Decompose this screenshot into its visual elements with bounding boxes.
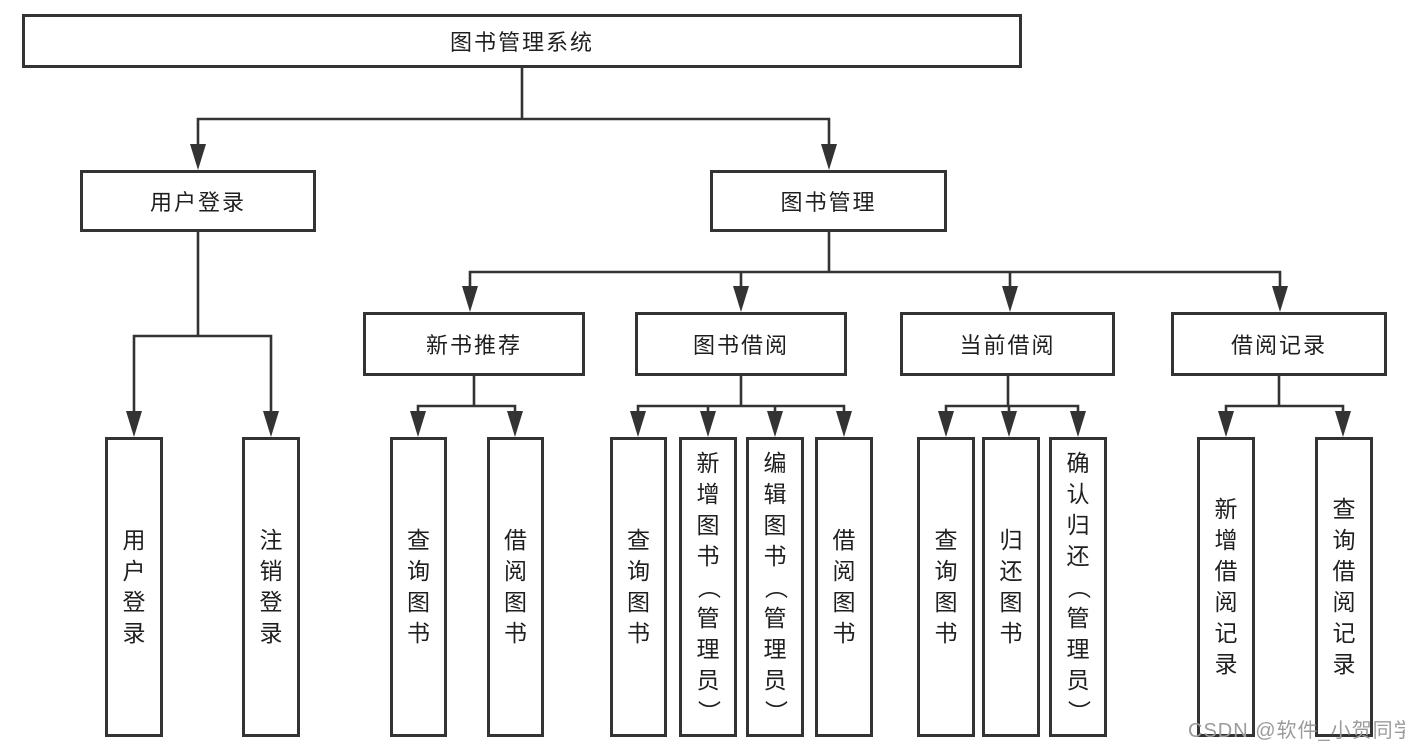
node-book-management-label: 图书管理 (780, 190, 877, 215)
leaf-borrow-books-recommend-label: 借阅图书 (504, 527, 527, 646)
node-borrowing-records: 借阅记录 (1171, 312, 1387, 376)
leaf-logout: 注销登录 (242, 437, 300, 737)
leaf-add-books-admin: 新增图书（管理员） (679, 437, 737, 737)
node-book-borrowing: 图书借阅 (635, 312, 847, 376)
leaf-borrow-books-borrowing-label: 借阅图书 (832, 527, 856, 646)
node-current-borrowing-label: 当前借阅 (959, 333, 1056, 358)
leaf-add-books-admin-label: 新增图书（管理员） (695, 449, 722, 723)
leaf-return-books-label: 归还图书 (999, 527, 1023, 646)
leaf-query-books-recommend-label: 查询图书 (407, 527, 430, 646)
node-current-borrowing: 当前借阅 (900, 312, 1115, 376)
node-library-system: 图书管理系统 (22, 14, 1022, 68)
node-book-borrowing-label: 图书借阅 (692, 333, 789, 358)
node-book-management: 图书管理 (710, 170, 947, 232)
leaf-user-login-label: 用户登录 (122, 527, 146, 646)
node-user-login-label: 用户登录 (149, 190, 246, 215)
csdn-watermark: CSDN @软件_小贺同学 (1188, 720, 1405, 742)
node-new-book-recommend: 新书推荐 (363, 312, 585, 376)
leaf-query-books-current: 查询图书 (917, 437, 975, 737)
node-borrowing-records-label: 借阅记录 (1230, 333, 1327, 358)
leaf-borrow-books-recommend: 借阅图书 (487, 437, 544, 737)
leaf-query-borrow-record: 查询借阅记录 (1315, 437, 1373, 737)
leaf-query-books-current-label: 查询图书 (934, 527, 958, 646)
leaf-confirm-return-admin-label: 确认归还（管理员） (1065, 449, 1092, 723)
node-new-book-recommend-label: 新书推荐 (425, 333, 522, 358)
leaf-query-books-borrowing: 查询图书 (610, 437, 667, 737)
leaf-edit-books-admin: 编辑图书（管理员） (746, 437, 804, 737)
leaf-add-borrow-record: 新增借阅记录 (1197, 437, 1255, 737)
node-user-login: 用户登录 (80, 170, 316, 232)
leaf-query-borrow-record-label: 查询借阅记录 (1332, 496, 1356, 677)
node-library-system-label: 图书管理系统 (449, 30, 594, 55)
leaf-user-login: 用户登录 (105, 437, 163, 737)
leaf-query-books-borrowing-label: 查询图书 (627, 527, 650, 646)
leaf-return-books: 归还图书 (982, 437, 1040, 737)
leaf-query-books-recommend: 查询图书 (390, 437, 447, 737)
leaf-borrow-books-borrowing: 借阅图书 (815, 437, 873, 737)
leaf-confirm-return-admin: 确认归还（管理员） (1049, 437, 1107, 737)
leaf-edit-books-admin-label: 编辑图书（管理员） (762, 449, 789, 723)
leaf-logout-label: 注销登录 (259, 527, 283, 646)
leaf-add-borrow-record-label: 新增借阅记录 (1214, 496, 1238, 677)
